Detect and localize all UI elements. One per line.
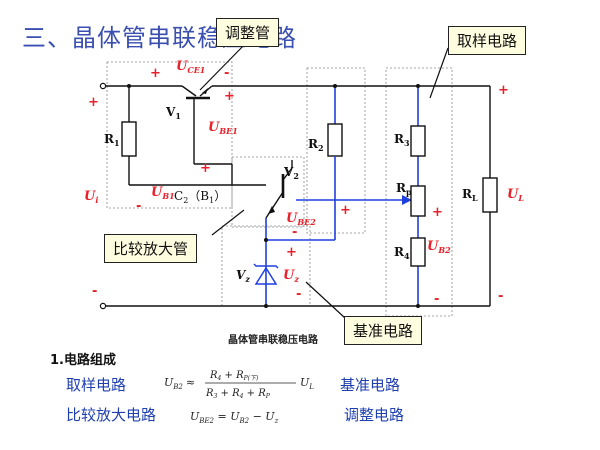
ui-label: U (84, 189, 96, 204)
svg-text:R1: R1 (104, 132, 120, 148)
minus-sign: - (296, 287, 301, 302)
v1-arrow-icon (202, 88, 208, 94)
resistor-r2 (327, 123, 343, 157)
vz-label: V (236, 268, 247, 282)
resistor-rl (482, 177, 498, 213)
svg-text:Vz: Vz (236, 268, 250, 284)
minus-sign: - (92, 284, 97, 299)
plus-sign: + (224, 89, 235, 104)
uce1-label: U (176, 59, 188, 74)
plus-sign: + (498, 83, 509, 98)
resistor-r3 (410, 125, 426, 157)
uz-label: U (283, 268, 295, 283)
rp-wiper-arrow-icon (402, 195, 412, 205)
rl-label: R (462, 187, 473, 201)
ul-label: U (507, 187, 519, 202)
polarity-signs: + - + - + + - + - + - + - + - (88, 66, 509, 307)
svg-text:UBE2: UBE2 (286, 211, 316, 227)
terminal-input-bottom (99, 302, 107, 310)
plus-sign: + (200, 161, 211, 176)
minus-sign: - (498, 289, 503, 304)
r2-label: R (308, 137, 319, 151)
svg-text:Ui: Ui (84, 189, 98, 205)
callout-adjust-tube: 调整管 (216, 18, 280, 47)
svg-text:UL: UL (507, 187, 524, 203)
plus-sign: + (88, 95, 99, 110)
callout-sampling-circuit: 取样电路 (448, 26, 527, 55)
svg-text:C2（B1）: C2（B1） (174, 189, 226, 205)
junction-dots (127, 84, 420, 308)
rp-label: R (396, 181, 407, 195)
black-wiring (104, 85, 491, 307)
item-reference: 基准电路 (340, 376, 401, 394)
r1-label: R (104, 132, 115, 146)
minus-sign: - (292, 225, 297, 240)
c2b1-label: C (174, 189, 183, 203)
v2-label: V (283, 165, 294, 179)
svg-text:R4: R4 (394, 245, 410, 261)
resistor-r1 (121, 121, 137, 157)
r4-label: R (394, 245, 405, 259)
svg-text:UBE1: UBE1 (208, 120, 238, 136)
v1-label: V (165, 105, 176, 119)
callout-reference-circuit: 基准电路 (344, 316, 423, 345)
svg-text:R2: R2 (308, 137, 324, 153)
svg-text:UB1: UB1 (151, 185, 175, 201)
compare-amp-box (231, 156, 305, 228)
sampling-box (385, 67, 453, 317)
svg-text:V2: V2 (283, 165, 299, 181)
svg-text:Rp: Rp (396, 181, 412, 197)
section-heading: 1.电路组成 (50, 353, 116, 368)
terminal-input-top (99, 82, 107, 90)
item-adjust: 调整电路 (344, 406, 405, 424)
ub1-label: U (151, 185, 163, 200)
svg-text:R3: R3 (394, 132, 410, 148)
callout-compare-amp: 比较放大管 (104, 234, 198, 263)
ube1-label: U (208, 120, 220, 135)
svg-text:V1: V1 (165, 105, 181, 121)
minus-sign: - (434, 292, 439, 307)
r2-box (306, 67, 366, 234)
component-labels: R1 V1 V2 R2 R3 Rp R4 RL Vz C2（B1） (104, 105, 478, 284)
resistor-rp (410, 185, 426, 217)
v2-arrow-icon (268, 206, 275, 214)
adjust-tube-box (106, 61, 233, 209)
item-compare-amp: 比较放大电路 (66, 406, 157, 424)
transistor-v1-symbol (181, 85, 213, 103)
plus-sign: + (340, 203, 351, 218)
diagram-caption: 晶体管串联稳压电路 (228, 335, 318, 346)
svg-text:Uz: Uz (283, 268, 299, 284)
ube2-label: U (286, 211, 298, 226)
zener-diode-symbol (253, 263, 279, 285)
svg-text:UCE1: UCE1 (176, 59, 205, 75)
item-sampling: 取样电路 (66, 376, 127, 394)
svg-text:UB2: UB2 (427, 239, 451, 255)
plus-sign: + (432, 205, 443, 220)
plus-sign: + (286, 245, 297, 260)
resistor-r4 (410, 237, 426, 267)
minus-sign: - (224, 66, 229, 81)
ub2-label: U (427, 239, 439, 254)
svg-text:RL: RL (462, 187, 478, 203)
minus-sign: - (136, 199, 141, 214)
plus-sign: + (150, 66, 161, 81)
callout-pointers (199, 40, 449, 319)
r3-label: R (394, 132, 405, 146)
blue-wiring (265, 86, 419, 306)
dashed-boxes (106, 61, 453, 317)
voltage-labels: Ui UL UCE1 UBE1 UB1 UBE2 UB2 Uz (84, 59, 524, 284)
